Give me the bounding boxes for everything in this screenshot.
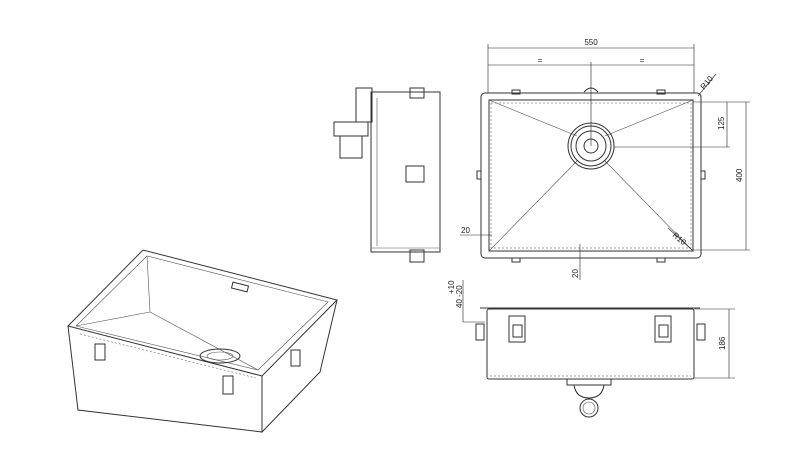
drain-icon — [199, 348, 241, 364]
inner-radius-dimension: R10 — [671, 231, 688, 248]
tolerance-upper-dimension: +10 — [447, 280, 456, 294]
half-width-left-dimension: = — [538, 56, 543, 65]
tolerance-base-dimension: 40 -20 — [455, 285, 464, 308]
half-width-right-dimension: = — [640, 56, 645, 65]
width-dimension: 550 — [584, 38, 598, 47]
height-dimension: 186 — [718, 336, 727, 350]
isometric-view — [67, 249, 338, 433]
mounting-clip-icon — [94, 343, 301, 395]
top-view: 550 = = R10 125 400 20 R10 20 — [460, 38, 750, 280]
front-view: +10 40 -20 186 — [447, 280, 735, 418]
mounting-clip-icon — [405, 165, 425, 183]
mounting-clip-icon — [409, 249, 425, 263]
side-view — [333, 87, 441, 263]
outer-radius-dimension: R10 — [699, 74, 716, 91]
overflow-icon — [230, 281, 250, 293]
side-margin-dimension: 20 — [461, 226, 470, 235]
drain-trap-icon — [566, 378, 612, 418]
mounting-clip-icon — [475, 315, 706, 343]
depth-dimension: 400 — [735, 168, 744, 182]
bottom-margin-dimension: 20 — [571, 269, 580, 278]
drain-offset-dimension: 125 — [717, 116, 726, 130]
